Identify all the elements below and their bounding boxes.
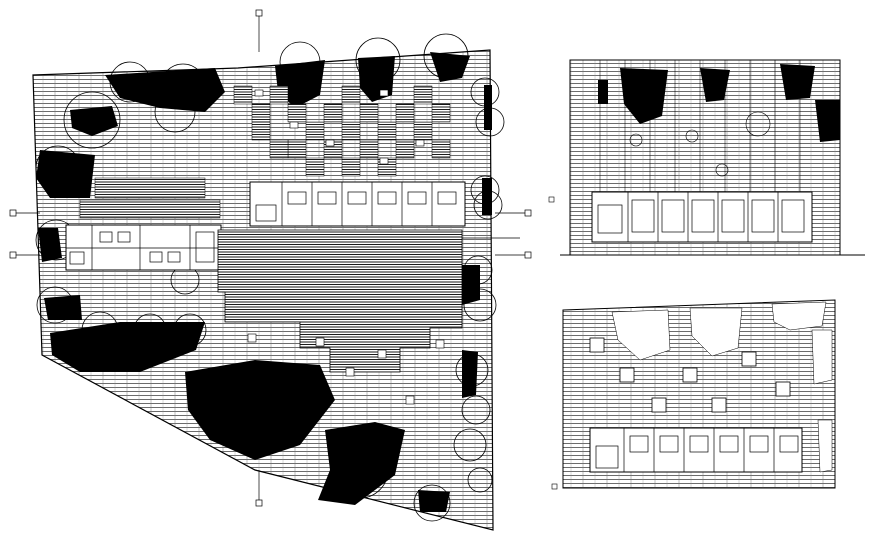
site-plan-drawing [9, 9, 532, 531]
front-elevation-drawing [548, 59, 865, 256]
landscape-plan-drawing [551, 299, 836, 490]
